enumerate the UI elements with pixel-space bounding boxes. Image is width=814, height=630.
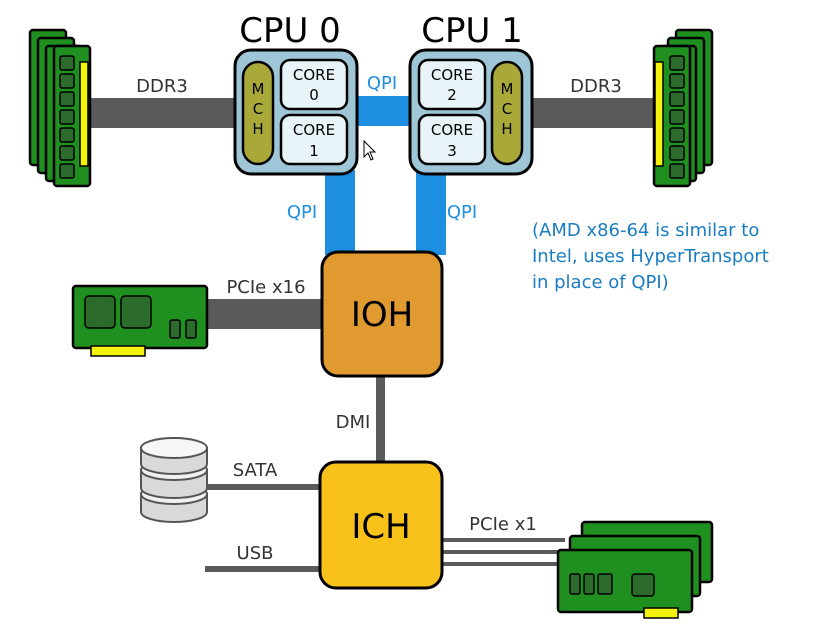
ddr3-right-dimms (652, 28, 714, 188)
ioh-chip: IOH (320, 250, 444, 378)
ich-label: ICH (351, 507, 410, 547)
cpu1-mch-m: M (501, 80, 514, 98)
cpu0-core0-l2: 0 (309, 86, 319, 104)
pcie-x1-bus-3 (440, 562, 565, 566)
cpu0-core0-l1: CORE (293, 66, 335, 84)
cpu1-core2-l2: 2 (447, 86, 457, 104)
qpi-right-bus (416, 170, 446, 255)
cpu1-mch-c: C (502, 100, 512, 118)
qpi-left-label: QPI (287, 202, 317, 223)
cpu0-mch-c: C (253, 100, 263, 118)
ich-chip: ICH (318, 460, 444, 590)
pcie-x16-card (71, 284, 209, 357)
qpi-left-bus (325, 170, 355, 255)
qpi-between-bus (356, 96, 412, 126)
qpi-between-label: QPI (367, 73, 397, 94)
note-line-1: (AMD x86-64 is similar to (532, 220, 759, 241)
cpu-1: CPU 1 CORE 2 CORE 3 M C H (408, 11, 534, 176)
pcie-x1-bus-1 (440, 538, 565, 542)
ddr3-right-bus (530, 98, 665, 128)
cpu0-core-0 (279, 58, 349, 111)
note-line-2: Intel, uses HyperTransport (532, 246, 769, 267)
ddr3-left-dimms (28, 28, 92, 188)
cpu0-core1-l2: 1 (309, 142, 319, 160)
disk-stack-icon (140, 437, 208, 523)
usb-label: USB (237, 543, 274, 564)
ddr3-left-label: DDR3 (136, 76, 188, 97)
cpu1-core3-l2: 3 (447, 142, 457, 160)
pcie-x16-label: PCIe x16 (226, 277, 305, 298)
ddr3-right-label: DDR3 (570, 76, 622, 97)
dmi-bus (376, 376, 385, 462)
cpu0-mch (241, 60, 275, 166)
sata-bus (200, 484, 322, 490)
ddr3-left-bus (88, 98, 240, 128)
cpu0-mch-h: H (252, 120, 263, 138)
cpu1-core2-l1: CORE (431, 66, 473, 84)
pcie-x1-cards (556, 520, 714, 619)
qpi-right-label: QPI (447, 202, 477, 223)
pcie-x1-label: PCIe x1 (469, 514, 537, 535)
cpu-0: CPU 0 M C H CORE 0 CORE 1 (233, 11, 359, 176)
sata-label: SATA (233, 460, 278, 481)
cpu1-core3-l1: CORE (431, 121, 473, 139)
cpu0-core1-l1: CORE (293, 121, 335, 139)
ioh-label: IOH (351, 295, 413, 335)
cpu0-title: CPU 0 (239, 11, 341, 51)
mouse-cursor-icon (363, 139, 377, 161)
cpu1-mch (490, 60, 524, 166)
dmi-label: DMI (336, 412, 371, 433)
cpu1-core-2 (417, 58, 487, 111)
cpu0-mch-label: M (252, 80, 265, 98)
usb-bus (205, 566, 322, 572)
pcie-x1-bus-2 (440, 550, 565, 554)
cpu1-mch-h: H (501, 120, 512, 138)
cpu1-core-3 (417, 113, 487, 166)
cpu0-core-1 (279, 113, 349, 166)
note-line-3: in place of QPI) (532, 272, 669, 293)
pcie-x16-bus (195, 299, 325, 329)
cpu1-title: CPU 1 (421, 11, 523, 51)
